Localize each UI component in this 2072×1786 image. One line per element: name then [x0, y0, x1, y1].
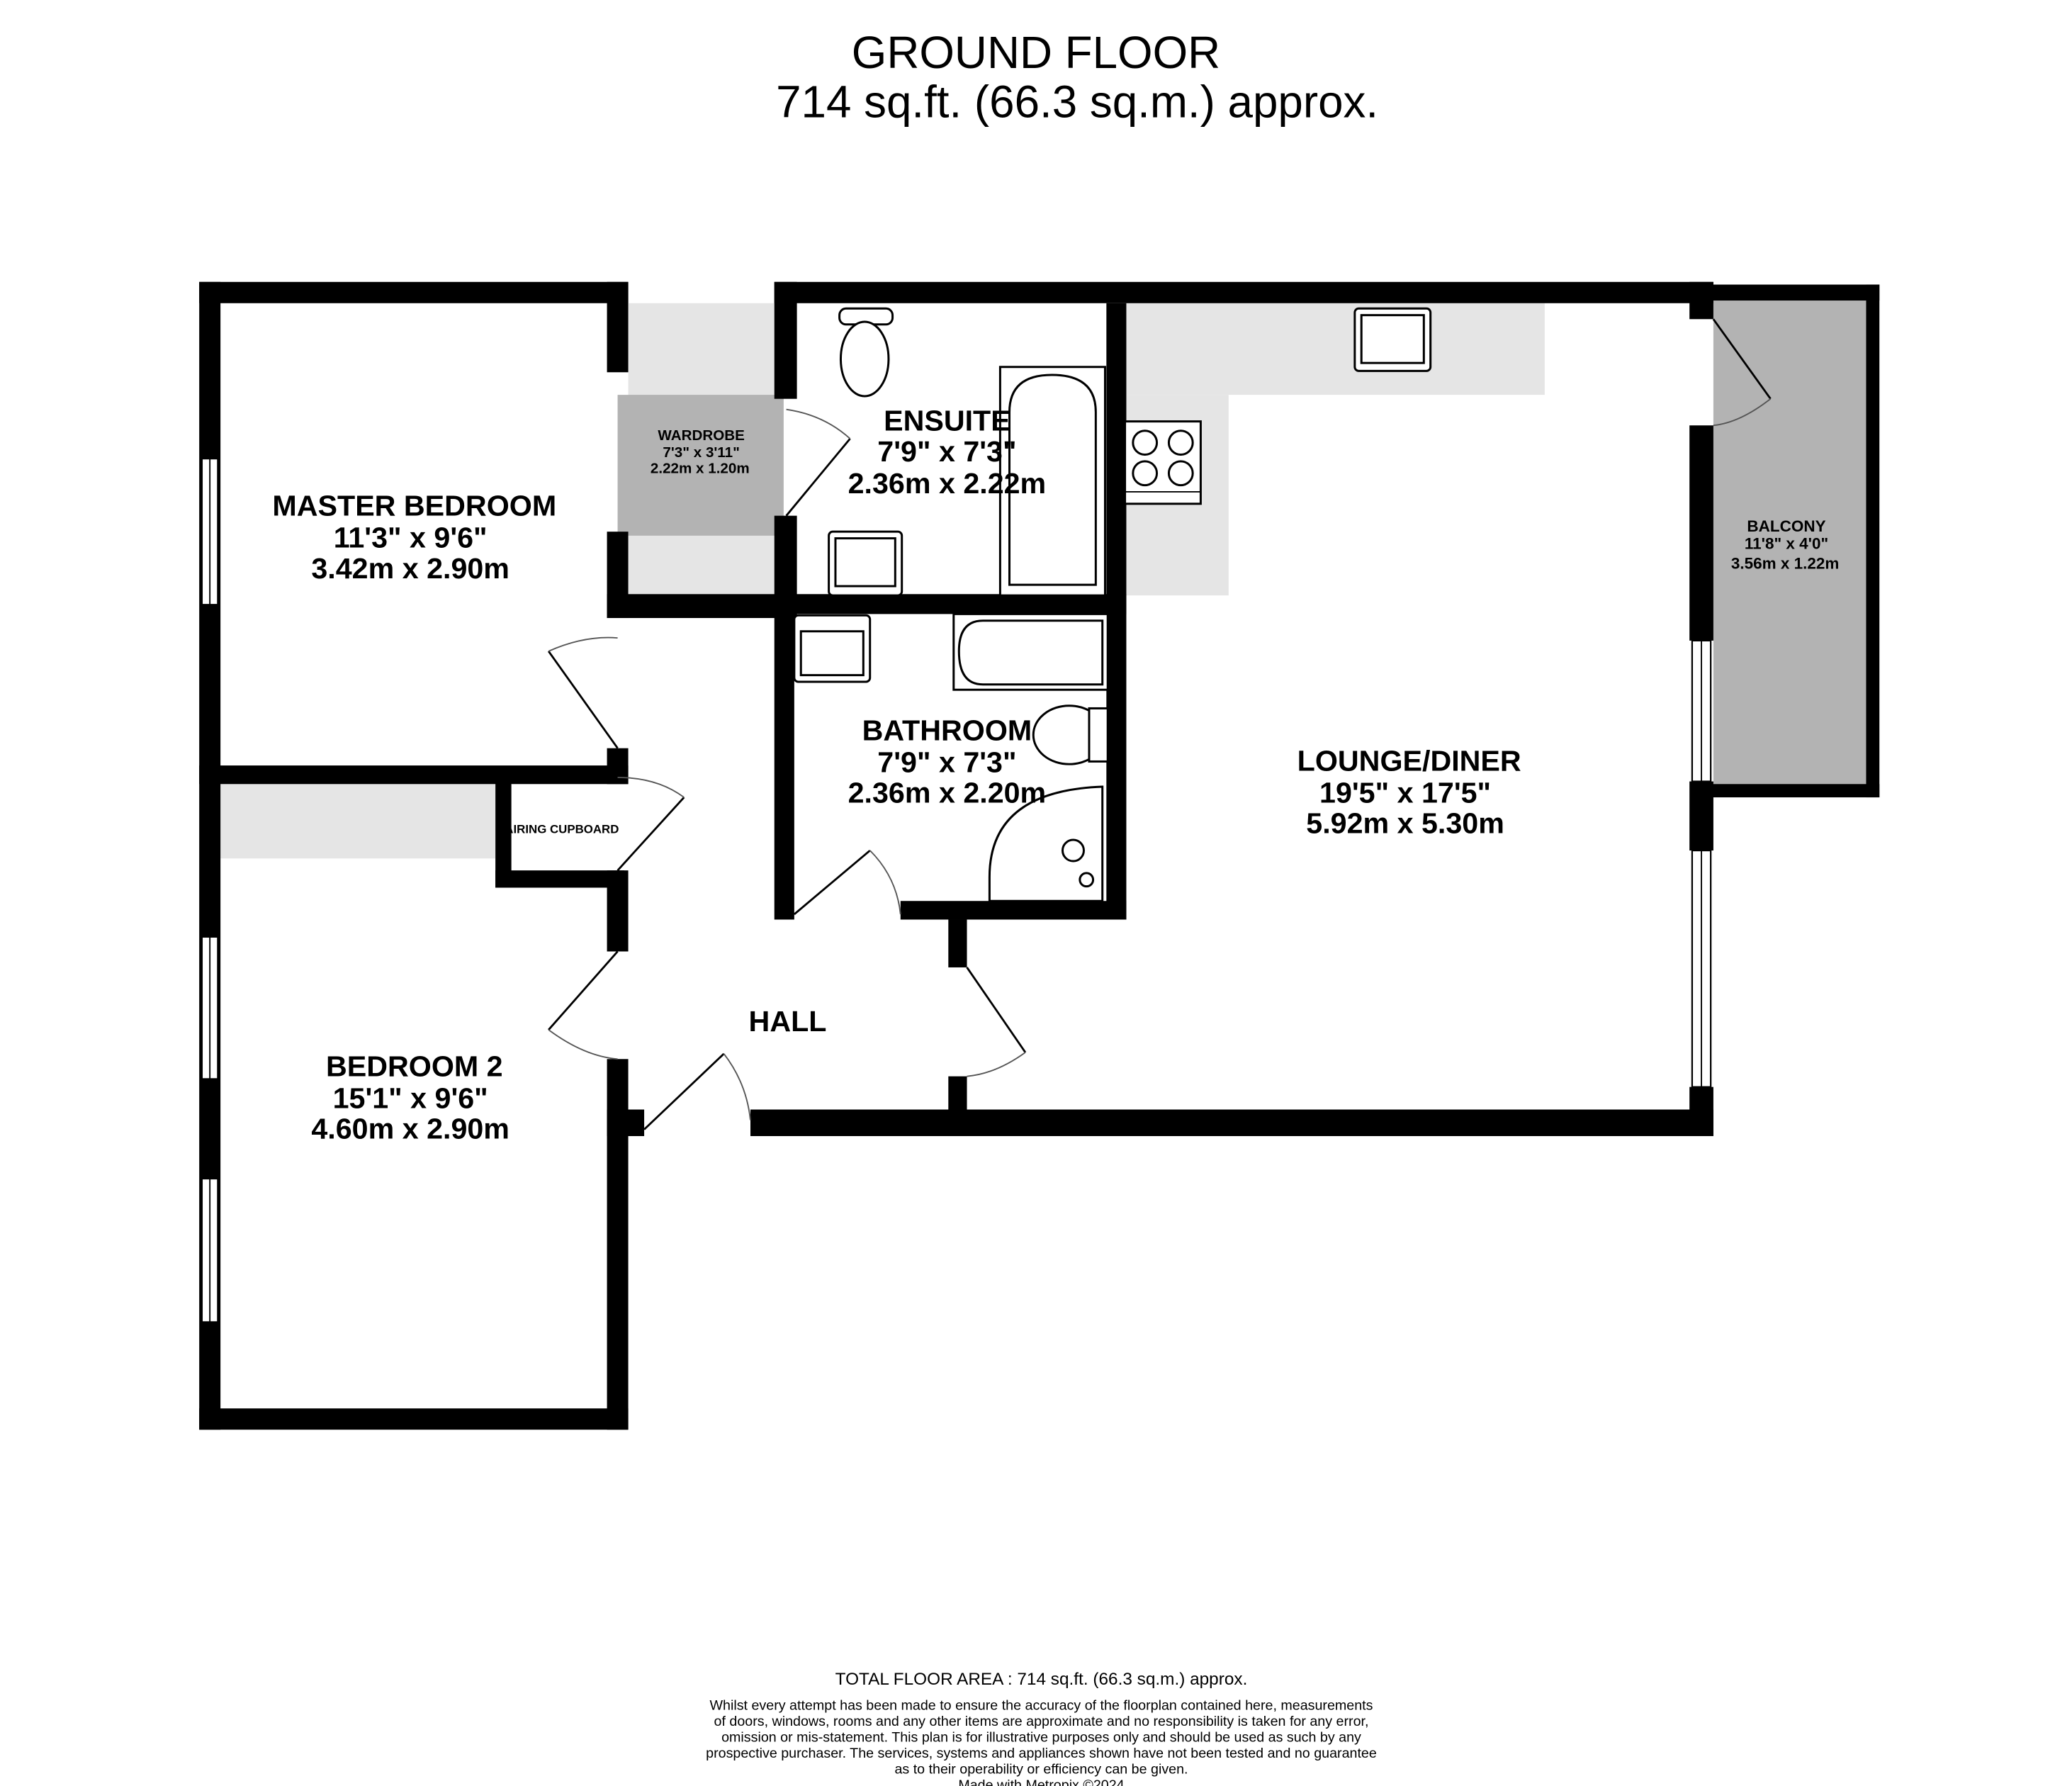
- sink-icon: [1353, 307, 1432, 372]
- room-name: MASTER BEDROOM: [272, 490, 556, 522]
- room-metric: 4.60m x 2.90m: [311, 1113, 509, 1145]
- room-metric: 2.36m x 2.20m: [848, 777, 1047, 809]
- room-metric: 2.36m x 2.22m: [848, 467, 1047, 500]
- disclaimer-line: omission or mis-statement. This plan is …: [721, 1730, 1361, 1746]
- walls: [199, 281, 1880, 1430]
- room-name: BEDROOM 2: [326, 1050, 503, 1083]
- room-metric: 3.42m x 2.90m: [311, 552, 509, 585]
- room-imperial: 7'9" x 7'3": [877, 746, 1016, 778]
- bath-icon: [998, 366, 1106, 597]
- windows: [201, 457, 1712, 1323]
- room-wardrobe: WARDROBE 7'3" x 3'11" 2.22m x 1.20m: [651, 427, 750, 477]
- toilet-icon: [838, 307, 894, 398]
- disclaimer-line: of doors, windows, rooms and any other i…: [714, 1714, 1369, 1729]
- doors: [547, 318, 1772, 1130]
- bath-icon: [952, 612, 1109, 691]
- room-imperial: 19'5" x 17'5": [1319, 777, 1491, 809]
- hob-icon: [1124, 420, 1202, 505]
- room-bathroom: BATHROOM 7'9" x 7'3" 2.36m x 2.20m: [848, 714, 1047, 809]
- disclaimer-line: prospective purchaser. The services, sys…: [706, 1746, 1377, 1761]
- room-name: BALCONY: [1747, 517, 1825, 535]
- room-metric: 2.22m x 1.20m: [651, 461, 750, 477]
- sink-icon: [793, 614, 872, 683]
- room-metric: 3.56m x 1.22m: [1731, 555, 1840, 573]
- floor-area: 714 sq.ft. (66.3 sq.m.) approx.: [776, 76, 1378, 127]
- credit: Made with Metropix ©2024: [958, 1777, 1124, 1786]
- room-name: BATHROOM: [862, 714, 1032, 746]
- floor-title: GROUND FLOOR: [852, 27, 1220, 78]
- room-hall: HALL: [749, 1005, 827, 1038]
- room-imperial: 11'3" x 9'6": [334, 522, 488, 554]
- room-imperial: 7'9" x 7'3": [877, 435, 1016, 468]
- room-name: WARDROBE: [658, 427, 745, 444]
- room-name: LOUNGE/DINER: [1297, 745, 1521, 777]
- room-lounge-diner: LOUNGE/DINER 19'5" x 17'5" 5.92m x 5.30m: [1297, 745, 1521, 840]
- room-balcony: BALCONY 11'8" x 4'0" 3.56m x 1.22m: [1731, 517, 1840, 572]
- total-floor-area: TOTAL FLOOR AREA : 714 sq.ft. (66.3 sq.m…: [835, 1670, 1248, 1689]
- room-imperial: 7'3" x 3'11": [663, 444, 739, 461]
- room-name: ENSUITE: [884, 405, 1010, 437]
- disclaimer-line: Whilst every attempt has been made to en…: [709, 1698, 1373, 1714]
- shower-icon: [988, 785, 1104, 902]
- disclaimer-line: as to their operability or efficiency ca…: [894, 1762, 1188, 1777]
- fixtures: [793, 307, 1432, 902]
- room-master-bedroom: MASTER BEDROOM 11'3" x 9'6" 3.42m x 2.90…: [272, 490, 556, 585]
- toilet-icon: [1032, 704, 1109, 765]
- room-metric: 5.92m x 5.30m: [1306, 807, 1504, 840]
- room-imperial: 15'1" x 9'6": [333, 1082, 488, 1115]
- room-airing-cupboard: AIRING CUPBOARD: [505, 823, 619, 836]
- room-imperial: 11'8" x 4'0": [1745, 535, 1828, 553]
- footer: TOTAL FLOOR AREA : 714 sq.ft. (66.3 sq.m…: [706, 1670, 1377, 1786]
- room-bedroom-2: BEDROOM 2 15'1" x 9'6" 4.60m x 2.90m: [311, 1050, 509, 1145]
- room-ensuite: ENSUITE 7'9" x 7'3" 2.36m x 2.22m: [848, 405, 1047, 500]
- sink-icon: [828, 530, 903, 597]
